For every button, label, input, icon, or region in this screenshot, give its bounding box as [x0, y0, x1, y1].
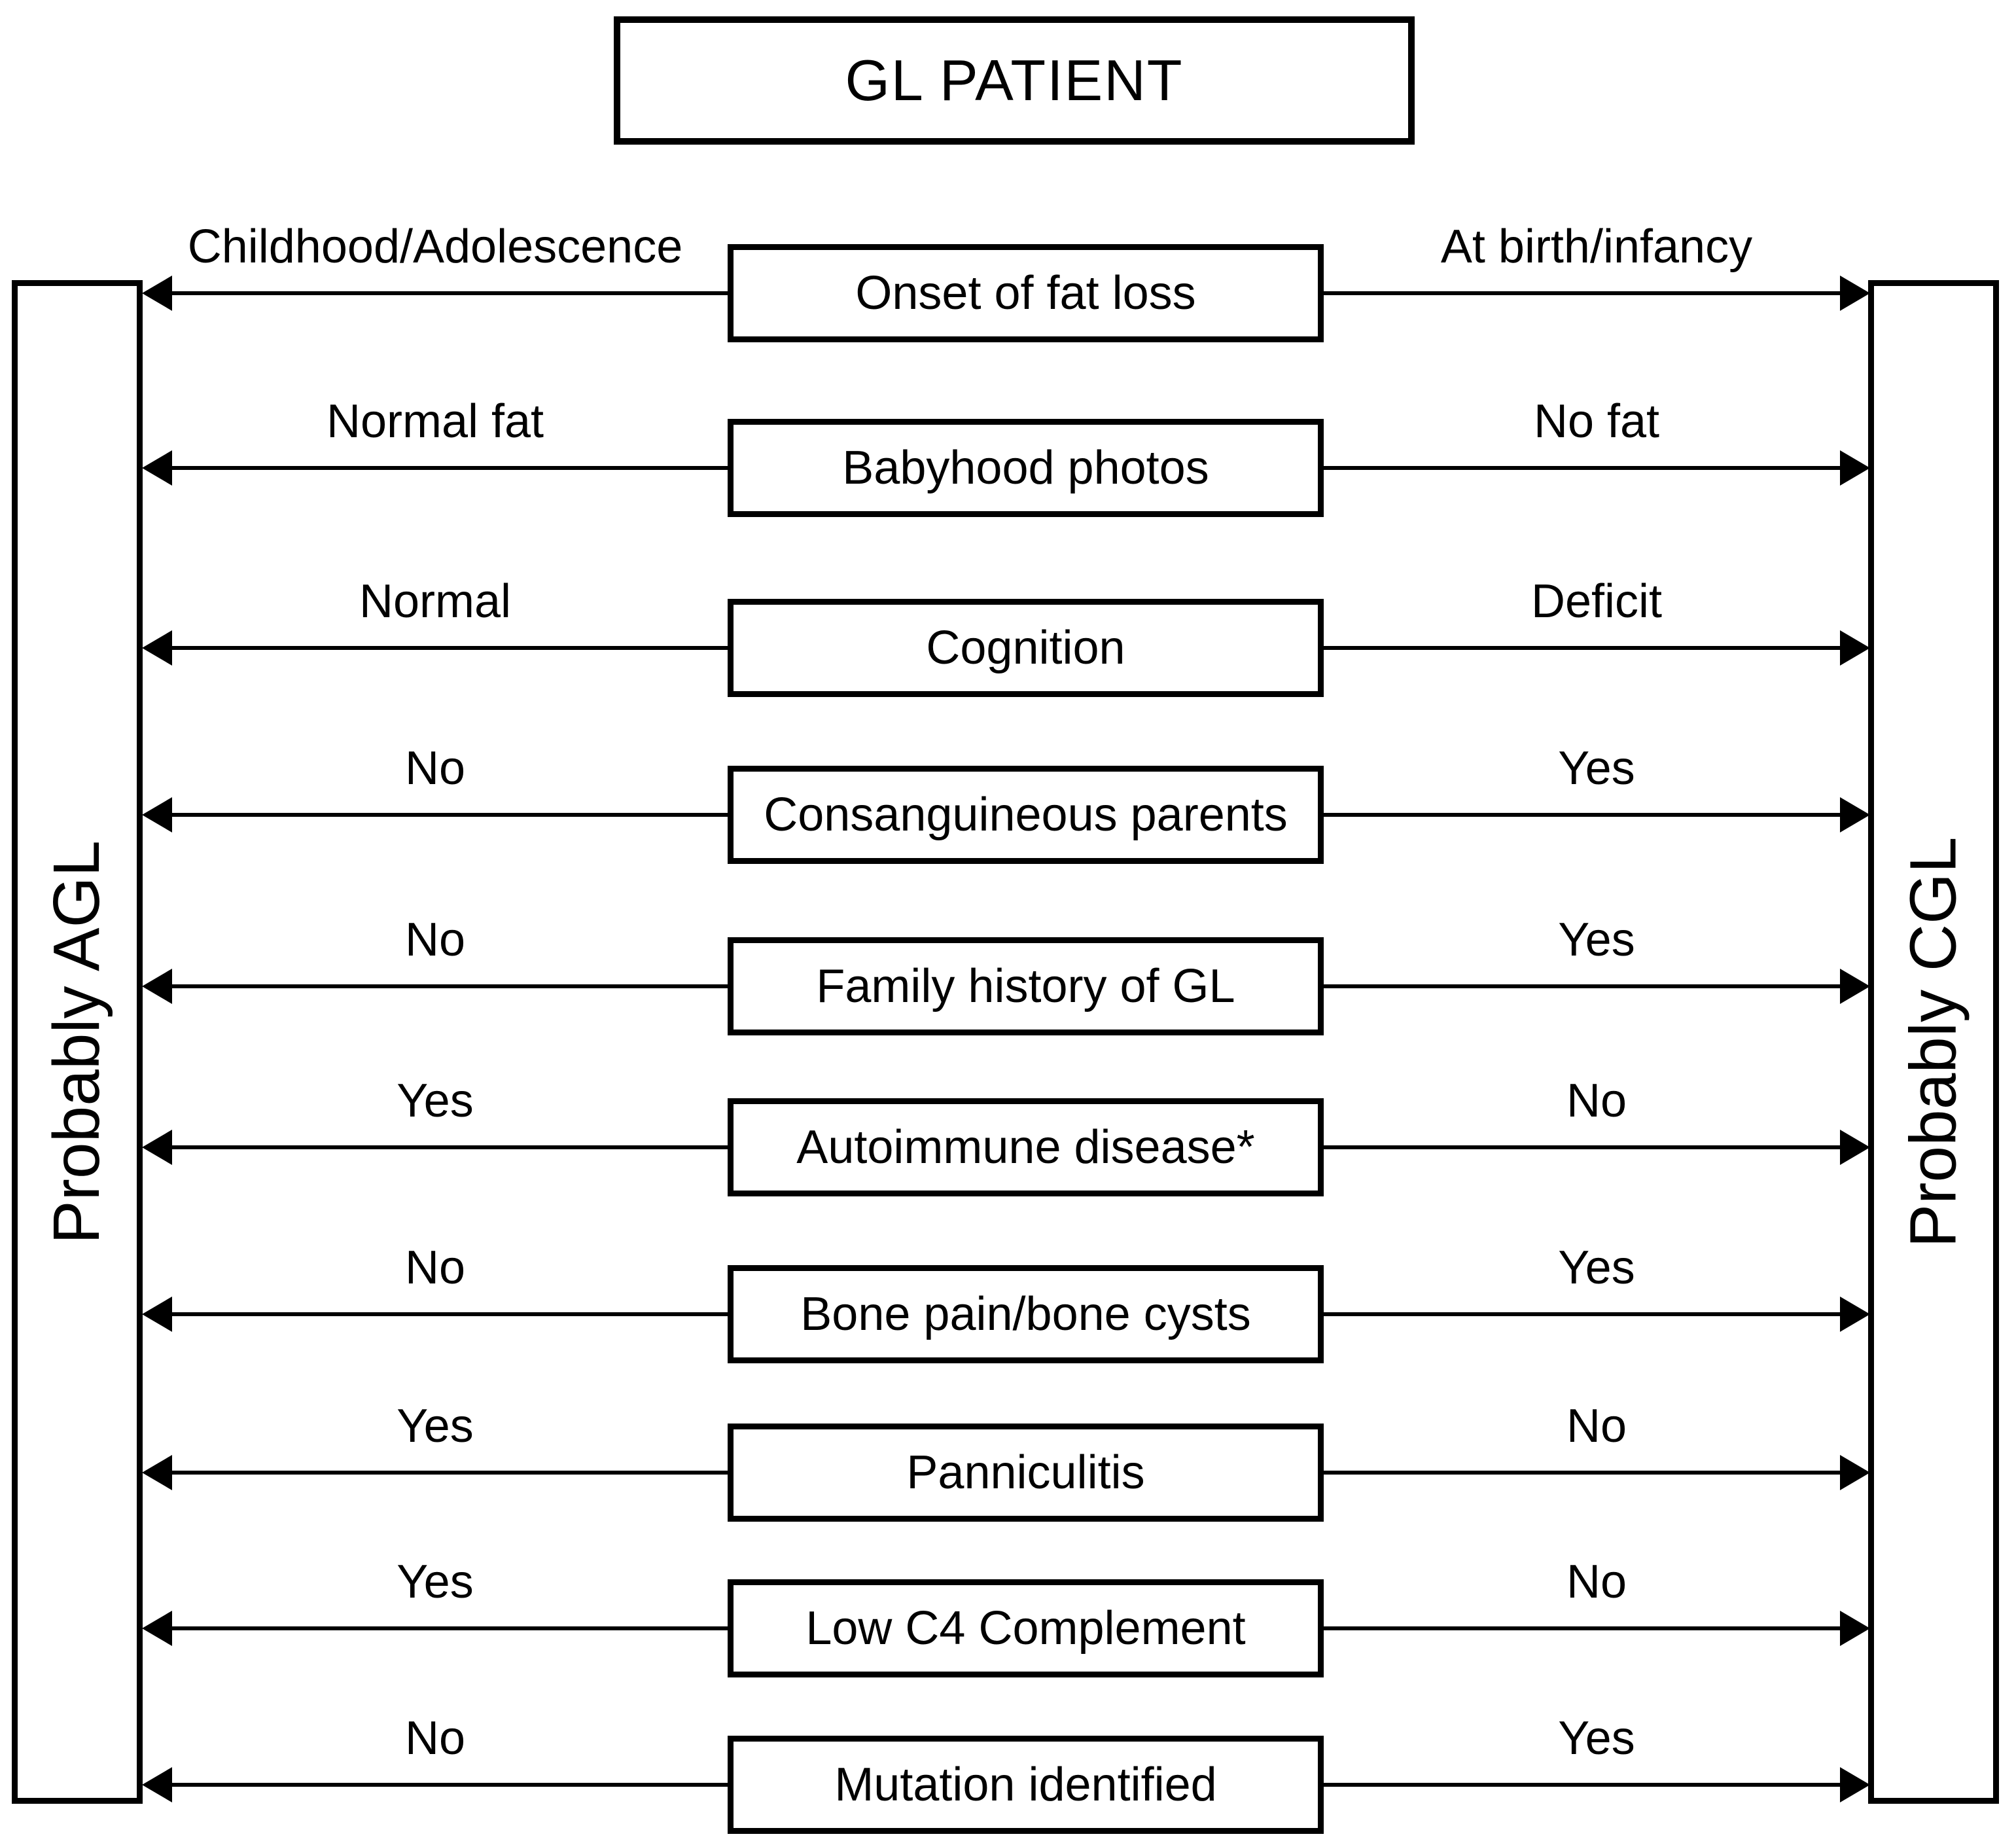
right-arrow-label: At birth/infancy	[1440, 221, 1753, 273]
left-arrow-label: Normal	[359, 575, 512, 628]
criterion-row-cognition: Normal Cognition Deficit	[0, 540, 2016, 756]
right-arrow-label: Yes	[1558, 742, 1635, 795]
outcome-bar-agl: Probably AGL	[12, 280, 143, 1804]
right-arrow-icon	[1324, 646, 1841, 650]
criterion-box: Panniculitis	[728, 1424, 1324, 1522]
left-arrow-label: Childhood/Adolescence	[187, 221, 683, 273]
left-arrow-label: Yes	[397, 1075, 474, 1127]
criterion-box: Low C4 Complement	[728, 1579, 1324, 1677]
right-arrow-icon	[1324, 1783, 1841, 1787]
left-arrow-icon	[171, 813, 728, 817]
left-arrow-label: No	[404, 1242, 466, 1294]
left-arrow-icon	[171, 1626, 728, 1630]
right-arrow-label: Yes	[1558, 914, 1635, 966]
right-arrow-label: Deficit	[1530, 575, 1663, 628]
right-arrow-label: No	[1566, 1556, 1627, 1608]
criterion-row-family-history: No Family history of GL Yes	[0, 878, 2016, 1094]
left-arrow-label: No	[404, 742, 466, 795]
left-arrow-icon	[171, 1783, 728, 1787]
left-arrow-icon	[171, 646, 728, 650]
right-arrow-icon	[1324, 291, 1841, 295]
criterion-box: Consanguineous parents	[728, 766, 1324, 864]
right-arrow-icon	[1324, 1312, 1841, 1316]
criterion-box: Mutation identified	[728, 1736, 1324, 1834]
criterion-box: Family history of GL	[728, 937, 1324, 1035]
criterion-row-babyhood: Normal fat Babyhood photos No fat	[0, 360, 2016, 576]
left-arrow-label: Yes	[397, 1556, 474, 1608]
right-arrow-label: No fat	[1533, 395, 1660, 448]
right-arrow-label: No	[1566, 1400, 1627, 1452]
left-arrow-icon	[171, 466, 728, 470]
criterion-row-consanguineous: No Consanguineous parents Yes	[0, 707, 2016, 923]
left-arrow-label: No	[404, 914, 466, 966]
right-arrow-icon	[1324, 1626, 1841, 1630]
outcome-bar-cgl: Probably CGL	[1868, 280, 1999, 1804]
criterion-row-c4: Yes Low C4 Complement No	[0, 1520, 2016, 1736]
right-arrow-icon	[1324, 984, 1841, 988]
criterion-box: Bone pain/bone cysts	[728, 1265, 1324, 1363]
right-arrow-label: Yes	[1558, 1712, 1635, 1764]
left-arrow-label: Normal fat	[326, 395, 544, 448]
right-arrow-icon	[1324, 813, 1841, 817]
left-arrow-label: Yes	[397, 1400, 474, 1452]
right-arrow-label: Yes	[1558, 1242, 1635, 1294]
criterion-box: Autoimmune disease*	[728, 1098, 1324, 1196]
left-arrow-icon	[171, 1471, 728, 1475]
criterion-box: Babyhood photos	[728, 419, 1324, 517]
patient-title-box: GL PATIENT	[614, 16, 1415, 145]
right-arrow-icon	[1324, 1471, 1841, 1475]
criterion-box: Cognition	[728, 599, 1324, 697]
right-arrow-icon	[1324, 466, 1841, 470]
criterion-row-onset: Childhood/Adolescence Onset of fat loss …	[0, 185, 2016, 401]
criterion-row-panniculitis: Yes Panniculitis No	[0, 1365, 2016, 1581]
left-arrow-icon	[171, 291, 728, 295]
criterion-row-bone: No Bone pain/bone cysts Yes	[0, 1206, 2016, 1422]
patient-title-label: GL PATIENT	[845, 48, 1184, 113]
criterion-row-autoimmune: Yes Autoimmune disease* No	[0, 1039, 2016, 1255]
left-arrow-icon	[171, 984, 728, 988]
left-arrow-icon	[171, 1145, 728, 1149]
left-arrow-label: No	[404, 1712, 466, 1764]
right-arrow-label: No	[1566, 1075, 1627, 1127]
left-arrow-icon	[171, 1312, 728, 1316]
criterion-row-mutation: No Mutation identified Yes	[0, 1677, 2016, 1845]
right-arrow-icon	[1324, 1145, 1841, 1149]
criterion-box: Onset of fat loss	[728, 244, 1324, 342]
